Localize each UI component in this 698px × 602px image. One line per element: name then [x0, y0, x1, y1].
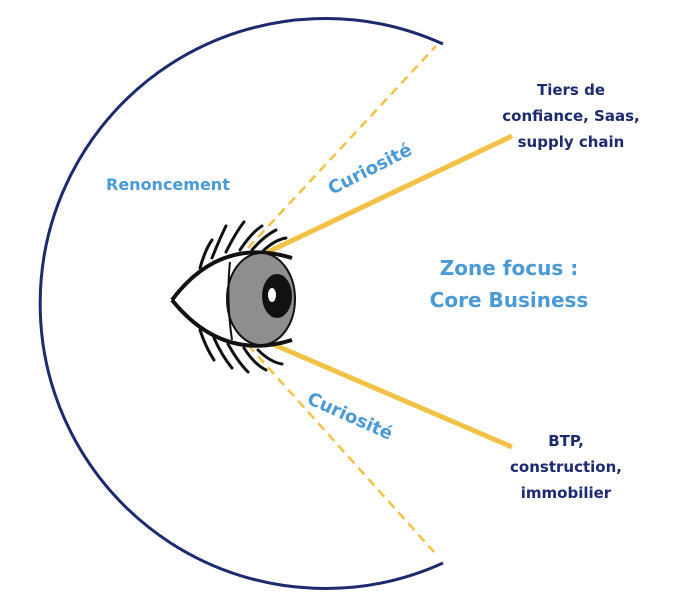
label-focus-line2: Core Business	[430, 288, 589, 312]
vision-arc	[38, 17, 444, 590]
pupil-highlight	[268, 288, 276, 302]
sector-top-line3: supply chain	[518, 133, 625, 151]
sector-bottom-line3: immobilier	[521, 484, 612, 502]
sector-bottom-line2: construction,	[510, 458, 622, 476]
label-renoncement: Renoncement	[106, 175, 230, 194]
label-focus-line1: Zone focus :	[440, 256, 578, 280]
dashed-ray-bottom	[247, 344, 435, 553]
solid-ray-top	[266, 133, 514, 255]
pupil	[262, 274, 292, 318]
solid-ray-bottom	[269, 340, 513, 450]
sector-bottom-line1: BTP,	[548, 432, 584, 450]
eye-icon	[170, 220, 296, 374]
sector-top-line2: confiance, Saas,	[502, 107, 639, 125]
label-curiosite-bottom: Curiosité	[304, 388, 396, 444]
sector-top-line1: Tiers de	[537, 81, 605, 99]
dashed-ray-top	[247, 45, 437, 249]
